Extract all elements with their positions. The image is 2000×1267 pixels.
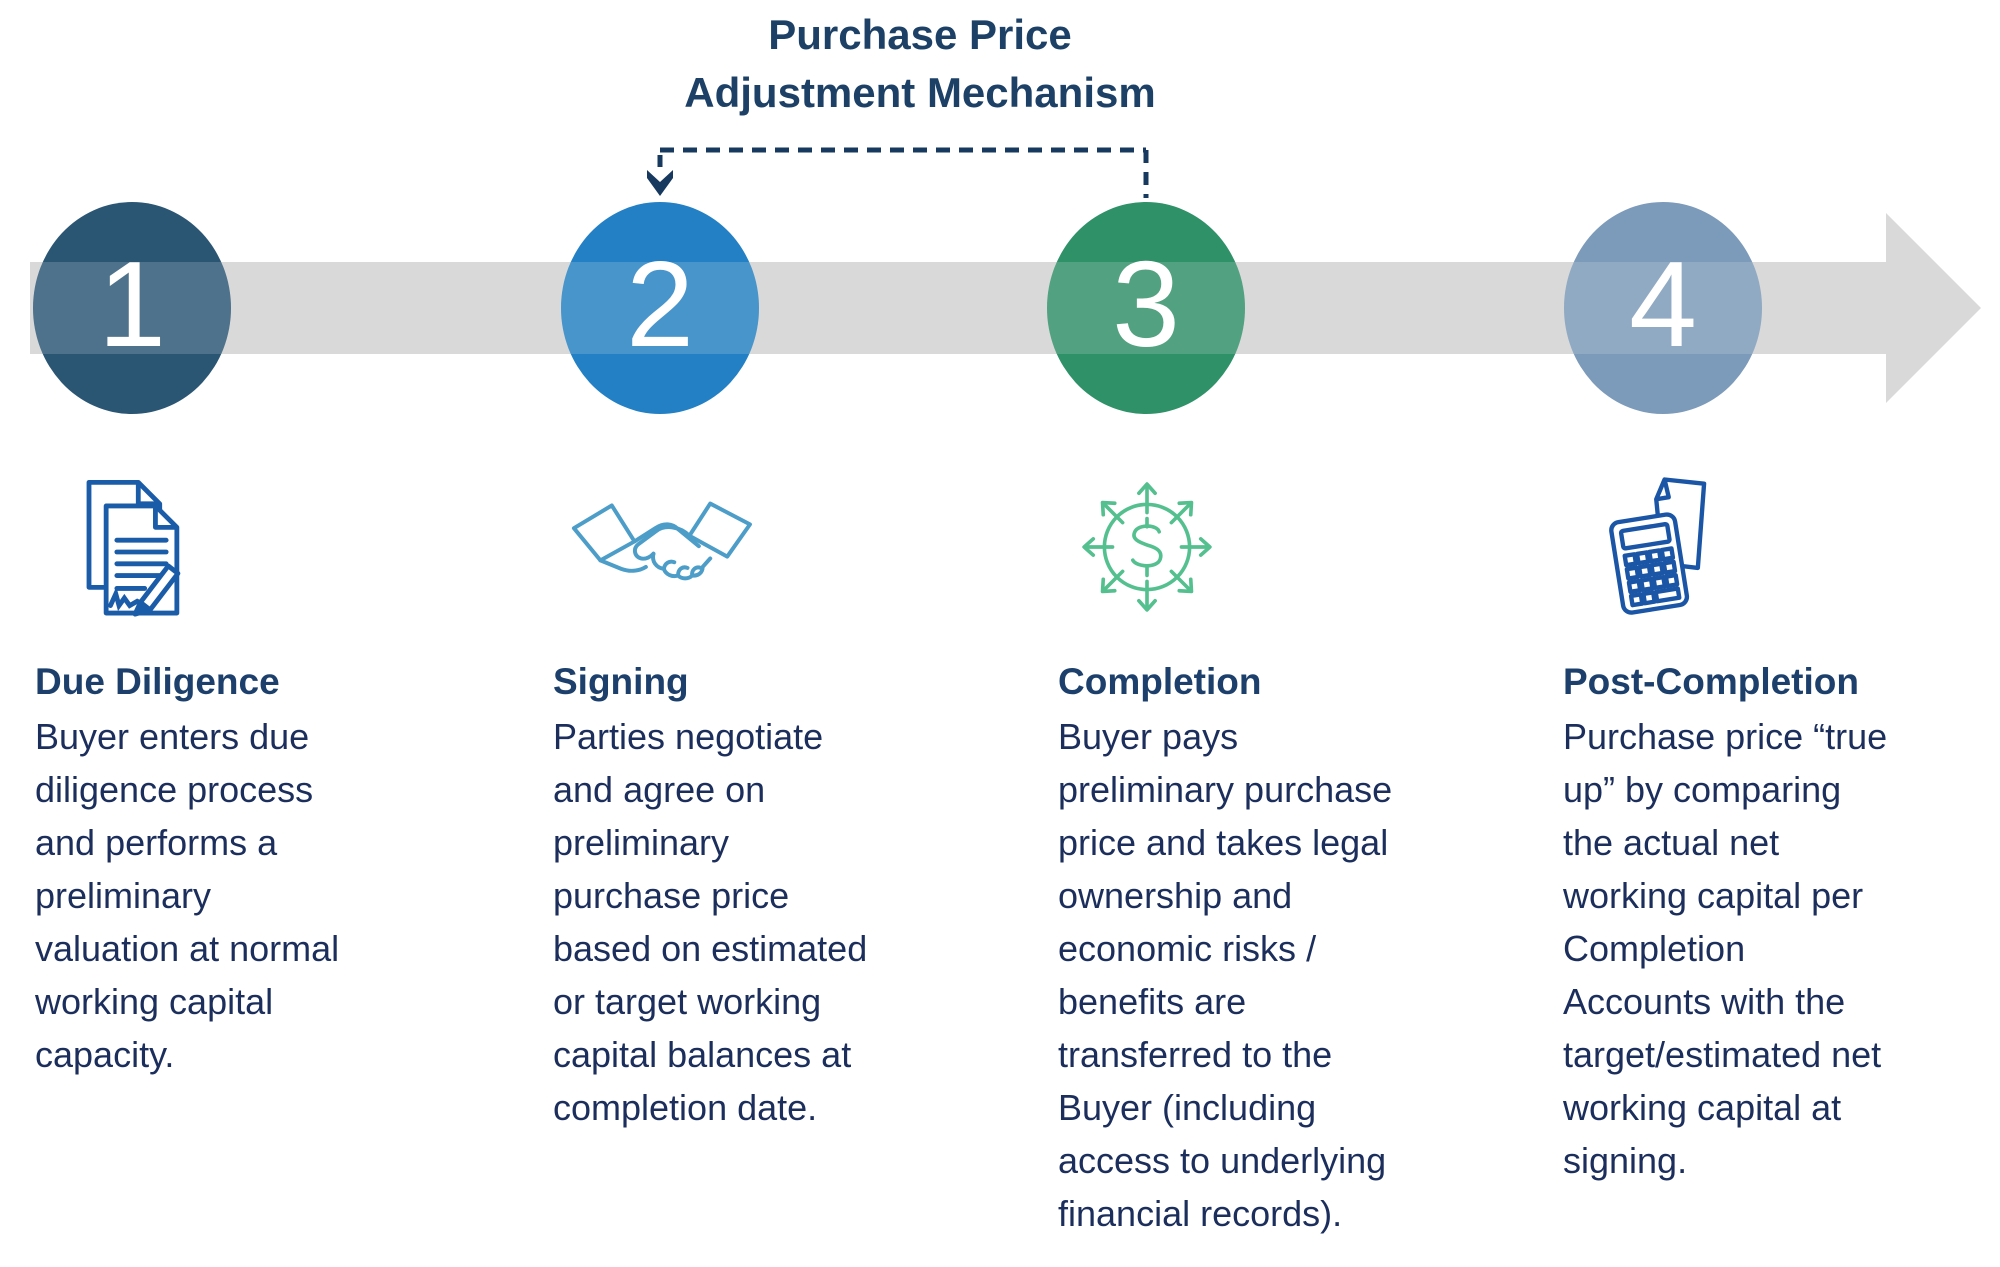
adjustment-bracket-arrow-icon [647, 147, 1149, 198]
step-circle-2: 2 [561, 202, 759, 414]
step-circle-3: 3 [1047, 202, 1245, 414]
step-number-4: 4 [1629, 236, 1697, 372]
step-number-1: 1 [98, 236, 166, 372]
step-4-heading: Post-Completion [1563, 661, 1859, 702]
step-number-3: 3 [1112, 236, 1180, 372]
step-3-heading: Completion [1058, 661, 1262, 702]
step-1-text-block: Due Diligence Buyer enters due diligence… [35, 655, 505, 1081]
diagram-title: Purchase Price Adjustment Mechanism [684, 11, 1156, 116]
step-1-heading: Due Diligence [35, 661, 280, 702]
step-1-description: Buyer enters due diligence process and p… [35, 716, 340, 1075]
step-4-description: Purchase price “true up” by comparing th… [1563, 716, 1888, 1181]
step-circle-4: 4 [1564, 202, 1762, 414]
step-2-description: Parties negotiate and agree on prelimina… [553, 716, 868, 1128]
money-distribution-icon [1076, 476, 1218, 623]
signed-document-icon [74, 478, 194, 631]
handshake-icon [566, 496, 756, 607]
step-3-text-block: Completion Buyer pays preliminary purcha… [1058, 655, 1528, 1240]
step-3-description: Buyer pays preliminary purchase price an… [1058, 716, 1393, 1234]
step-2-text-block: Signing Parties negotiate and agree on p… [553, 655, 1023, 1134]
step-circle-1: 1 [33, 202, 231, 414]
step-number-2: 2 [626, 236, 694, 372]
step-2-heading: Signing [553, 661, 689, 702]
step-4-text-block: Post-Completion Purchase price “true up”… [1563, 655, 2000, 1187]
calculator-document-icon [1598, 474, 1728, 620]
timeline-arrowhead-icon [1886, 213, 1981, 403]
